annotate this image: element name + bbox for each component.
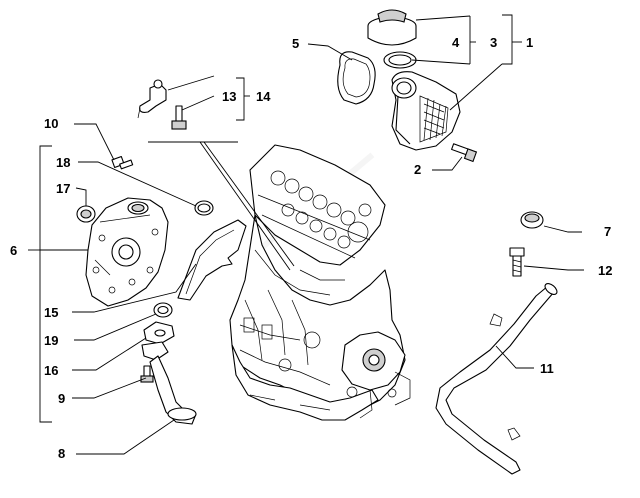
timing-cover[interactable] — [85, 197, 169, 307]
oil-cap[interactable] — [367, 9, 417, 46]
oil-pump-pickup[interactable] — [141, 341, 197, 425]
cover-gasket[interactable] — [177, 219, 247, 301]
bolt-9[interactable] — [140, 365, 154, 383]
callout-16: 16 — [44, 363, 58, 378]
oil-seal-17[interactable] — [76, 205, 96, 223]
leader-lines — [28, 14, 584, 455]
callout-9: 9 — [58, 391, 65, 406]
bolt-10[interactable] — [111, 155, 134, 170]
callout-2: 2 — [414, 162, 421, 177]
coolant-pipe[interactable] — [435, 281, 559, 475]
callout-3: 3 — [490, 35, 497, 50]
callout-5: 5 — [292, 36, 299, 51]
o-ring-19[interactable] — [153, 302, 173, 318]
callout-8: 8 — [58, 446, 65, 461]
callout-17: 17 — [56, 181, 70, 196]
callout-14: 14 — [256, 89, 271, 104]
callout-6: 6 — [10, 243, 17, 258]
callout-11: 11 — [540, 361, 554, 376]
sensor-bracket[interactable] — [137, 79, 167, 119]
callout-19: 19 — [44, 333, 58, 348]
callout-15: 15 — [44, 305, 58, 320]
cap-seal-ring[interactable] — [383, 51, 417, 69]
plug-7[interactable] — [520, 211, 544, 229]
oil-filler-housing[interactable] — [391, 71, 461, 151]
callout-4: 4 — [452, 35, 460, 50]
callout-7: 7 — [604, 224, 611, 239]
filler-neck-gasket[interactable] — [337, 51, 376, 105]
callout-10: 10 — [44, 116, 58, 131]
flange-16[interactable] — [143, 321, 175, 345]
callout-labels: 1 2 3 4 5 6 7 8 9 10 11 12 13 14 15 16 1… — [10, 35, 612, 461]
callout-12: 12 — [598, 263, 612, 278]
o-ring-18[interactable] — [194, 200, 214, 216]
bolt-2[interactable] — [451, 143, 478, 163]
callout-18: 18 — [56, 155, 70, 170]
engine-block[interactable] — [229, 144, 411, 421]
bolt-12[interactable] — [509, 247, 525, 277]
bolt-13[interactable] — [171, 105, 187, 130]
callout-13: 13 — [222, 89, 236, 104]
callout-1: 1 — [526, 35, 533, 50]
